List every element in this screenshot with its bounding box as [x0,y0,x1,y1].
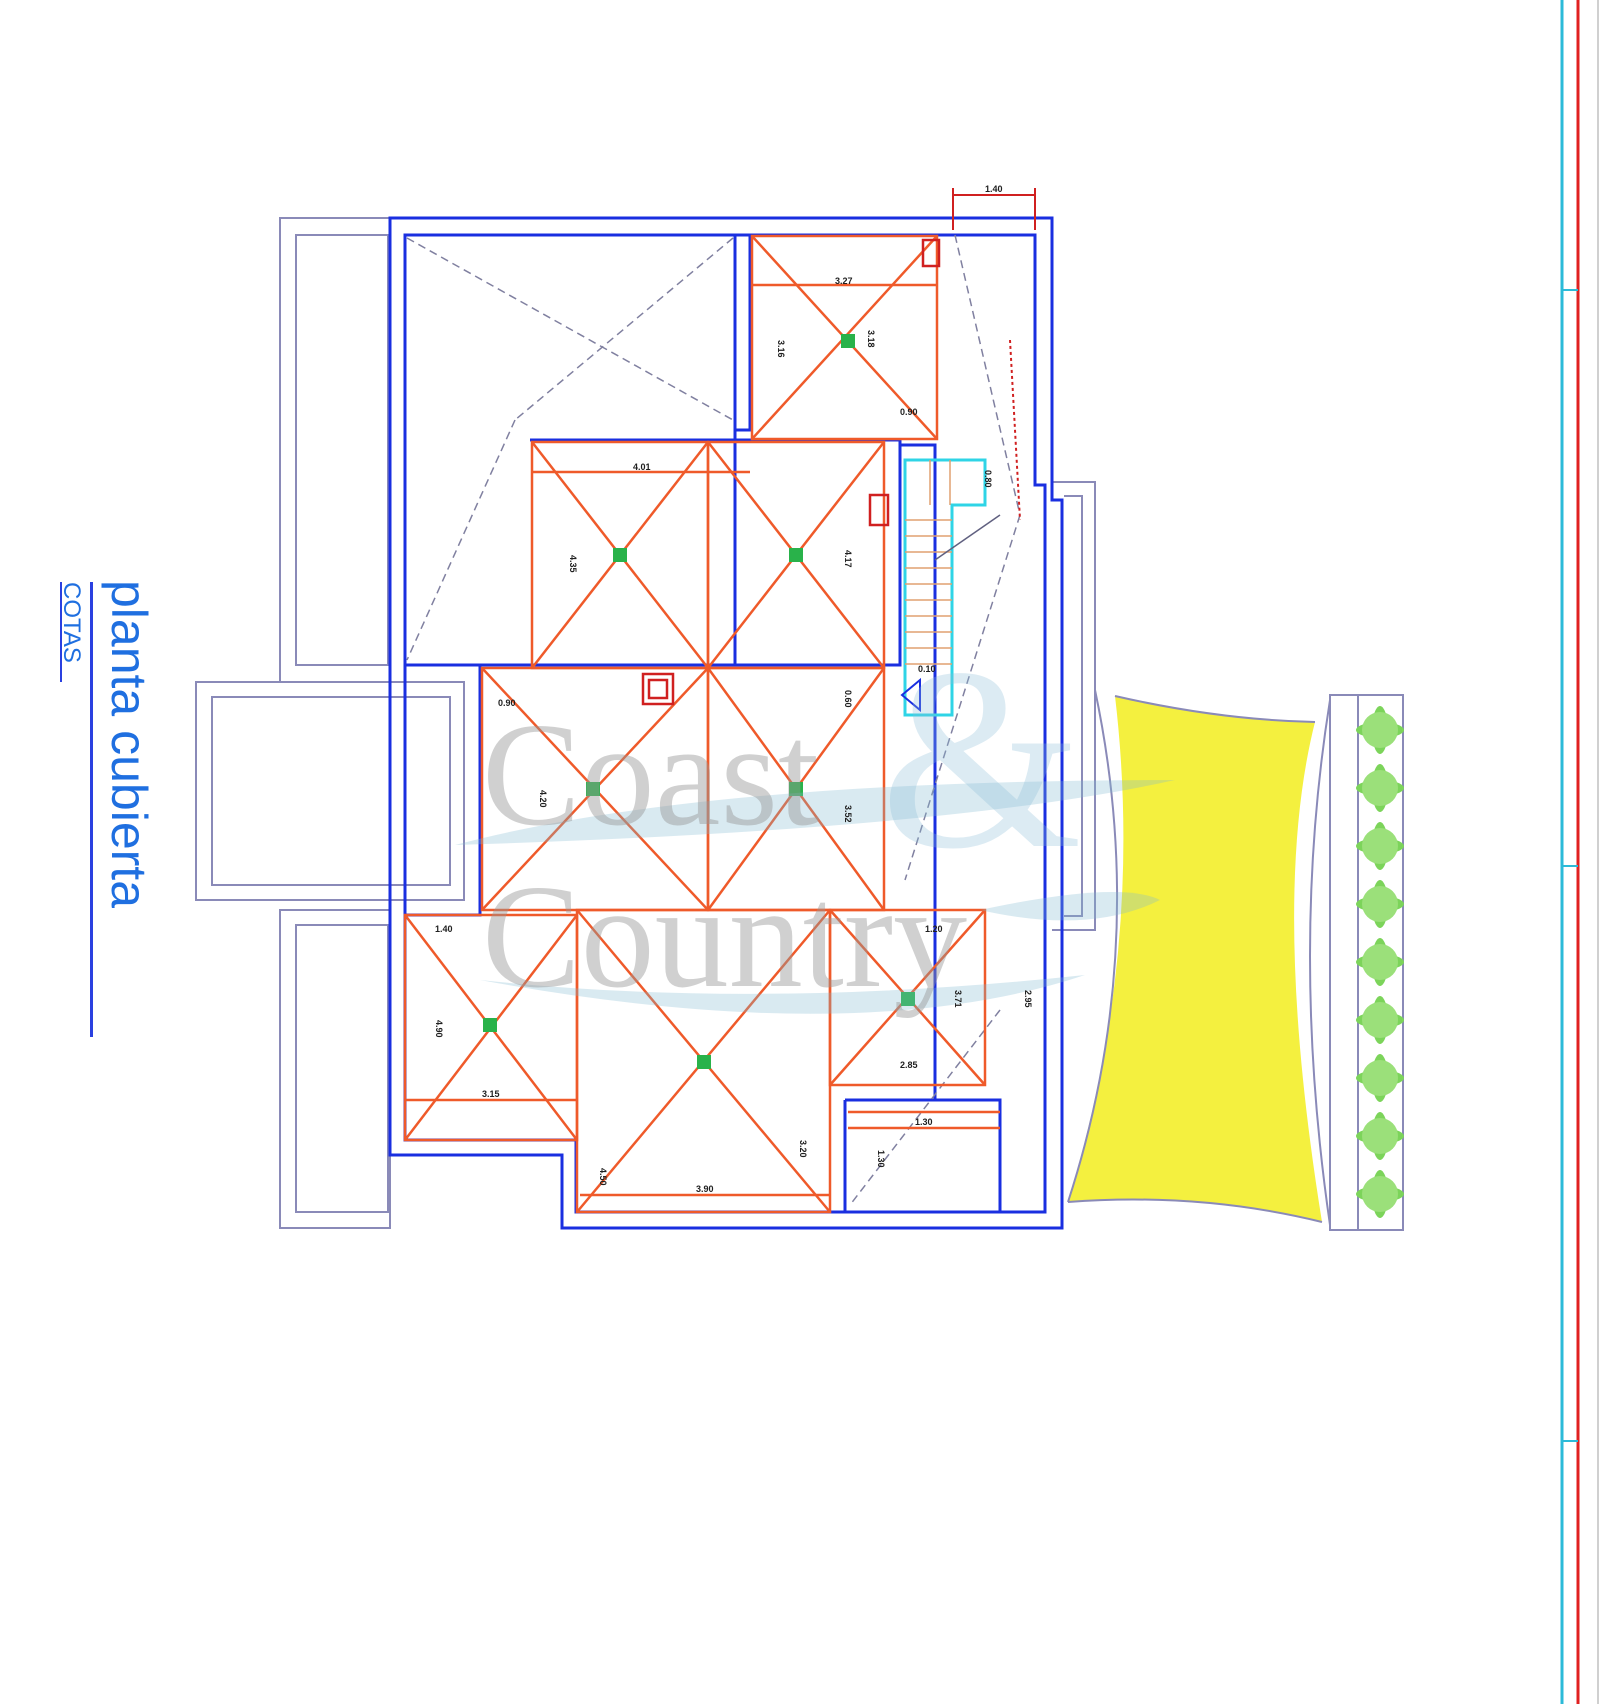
dim-285: 2.85 [900,1060,918,1070]
dim-327: 3.27 [835,276,853,286]
dim-140: 1.40 [435,924,453,934]
top-dimension [952,188,1036,521]
dim-316: 3.16 [776,340,786,358]
dim-435: 4.35 [568,555,578,573]
dim-130: 1.30 [915,1117,933,1127]
roof-drains [483,334,915,1069]
dim-130b: 1.30 [876,1150,886,1168]
dimension-labels: 1.40 3.27 3.16 3.18 0.90 4.01 4.35 4.17 … [434,184,1033,1194]
dim-320: 3.20 [798,1140,808,1158]
dim-080: 0.80 [983,470,993,488]
pool [1067,689,1331,1226]
dim-490: 4.90 [434,1020,444,1038]
terrace-outline [195,217,1096,1229]
dim-450: 4.50 [598,1168,608,1186]
dim-371: 3.71 [953,990,963,1008]
dim-417: 4.17 [843,550,853,568]
dim-295: 2.95 [1023,990,1033,1008]
dim-420: 4.20 [538,790,548,808]
drawing-title: planta cubierta [101,580,157,909]
dim-401: 4.01 [633,462,651,472]
dim-010: 0.10 [918,664,936,674]
dim-090b: 0.90 [498,698,516,708]
dim-352: 3.52 [843,805,853,823]
skylight [406,234,1021,1206]
dim-120: 1.20 [925,924,943,934]
dim-060: 0.60 [843,690,853,708]
palm-plants [1356,706,1404,1218]
watermark-waves [455,780,1175,1014]
dim-top-width: 1.40 [985,184,1003,194]
drawing-subtitle: COTAS [58,582,85,663]
dim-390: 3.90 [696,1184,714,1194]
subtitle-underline [60,582,62,682]
dim-315: 3.15 [482,1089,500,1099]
red-markers [641,238,941,706]
dim-318: 3.18 [866,330,876,348]
title-underline [90,582,93,1037]
building-walls [388,216,1064,1230]
sheet-frame [1560,0,1599,1704]
dim-090a: 0.90 [900,407,918,417]
staircase [900,458,1001,717]
